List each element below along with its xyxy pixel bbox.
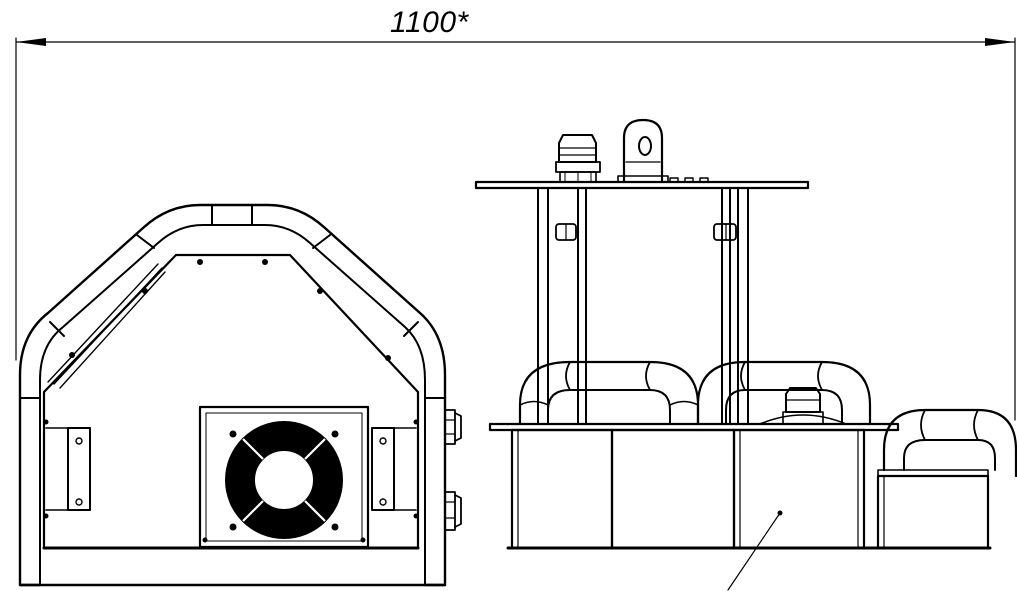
fan-screw [331, 430, 339, 438]
fan-frame [205, 412, 363, 542]
overall-width-dimension [15, 37, 1016, 421]
fan-guard-strut [304, 500, 326, 522]
front-view [18, 203, 462, 587]
cable-gland-deck [759, 387, 847, 425]
frame-joint [403, 321, 419, 337]
mounting-bracket-left [67, 427, 91, 511]
lifting-eye [617, 118, 669, 184]
bracket-bolt [75, 498, 83, 506]
fan-mounting-plate [198, 405, 370, 549]
bracket-bolt [75, 437, 83, 445]
top-connector [669, 177, 679, 183]
fan-screw [331, 523, 339, 531]
handle-left [518, 360, 700, 426]
fan-hub [253, 449, 315, 511]
mounting-bracket-right [371, 427, 395, 511]
cable-gland-top [555, 134, 601, 183]
bolt [69, 352, 75, 358]
top-connector [699, 177, 709, 183]
battery-box [610, 428, 736, 550]
side-view [474, 118, 1017, 591]
frame-post [737, 187, 749, 425]
bolt [142, 288, 148, 294]
frame-joint [136, 234, 155, 249]
auxiliary-box [876, 474, 990, 550]
fan-guard-strut [242, 438, 264, 460]
ventilation-fan [198, 405, 370, 549]
cable-gland-side-upper [444, 409, 462, 445]
latch [713, 223, 737, 241]
overall-width-dimension-label: 1100* [390, 6, 469, 39]
bolt [262, 259, 268, 265]
bracket-bolt [379, 498, 387, 506]
bolt [385, 355, 391, 361]
bolt [317, 288, 323, 294]
handle-right [696, 360, 872, 426]
top-connector [684, 177, 694, 183]
fan-guard-strut [304, 438, 326, 460]
protective-frame-inner [39, 224, 426, 586]
handle-auxiliary [882, 408, 1017, 478]
battery-box [732, 428, 866, 550]
leader-line [727, 512, 781, 591]
battery-box [510, 428, 614, 550]
fan-screw [229, 523, 237, 531]
frame-joint [312, 234, 331, 249]
protective-frame-outer [18, 203, 447, 587]
dimension-arrow-right [985, 38, 1015, 46]
top-plate [474, 180, 810, 190]
bolt [197, 259, 203, 265]
cable-gland-side-lower [444, 491, 462, 531]
bracket-bolt [379, 437, 387, 445]
frame-post [577, 187, 587, 425]
dimension-arrow-left [16, 38, 46, 46]
frame-post [537, 187, 549, 425]
frame-joint [49, 321, 65, 337]
fan-guard-strut [242, 500, 264, 522]
fan-screw [229, 430, 237, 438]
